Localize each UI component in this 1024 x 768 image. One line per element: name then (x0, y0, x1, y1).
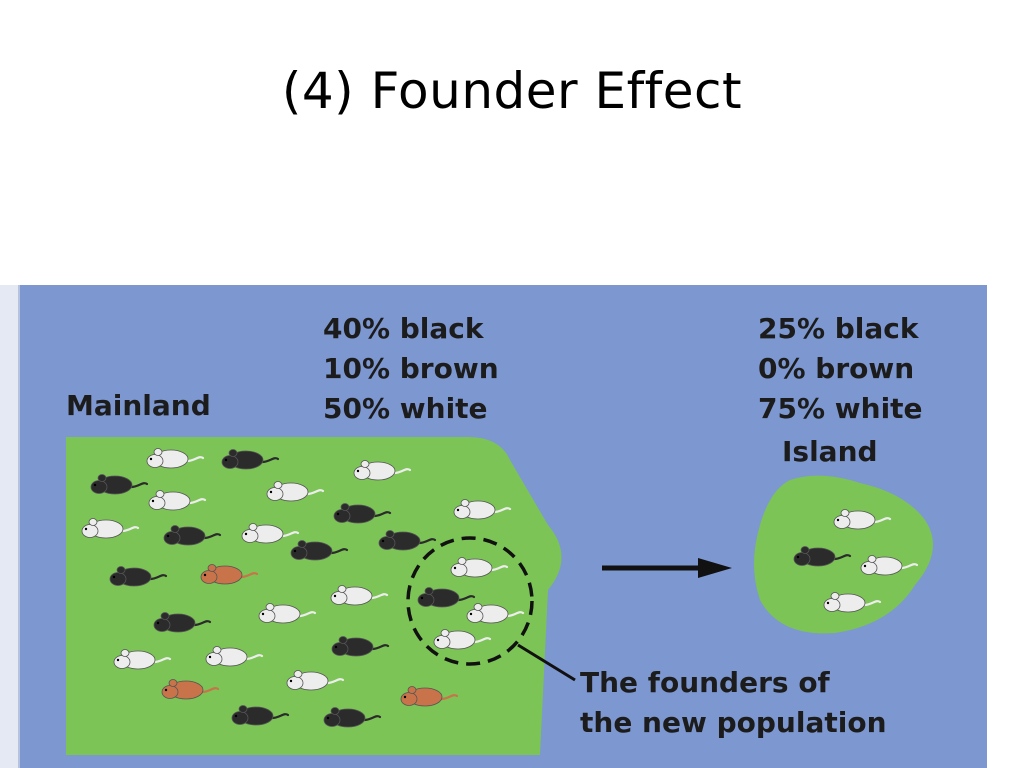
mainland-stat-white: 50% white (323, 392, 488, 425)
founders-caption: The founders of the new population (580, 663, 887, 743)
founder-effect-figure: Mainland Island 40% black 10% brown 50% … (0, 285, 987, 768)
slide-title: (4) Founder Effect (281, 62, 743, 120)
founders-pointer-line (517, 643, 576, 682)
island-stats: 25% black 0% brown 75% white (758, 309, 923, 429)
island-stat-brown: 0% brown (758, 352, 915, 385)
island-stat-black: 25% black (758, 312, 919, 345)
mainland-stat-black: 40% black (323, 312, 484, 345)
mainland-land (66, 437, 562, 755)
island-label: Island (782, 435, 878, 468)
mainland-stat-brown: 10% brown (323, 352, 499, 385)
left-edge-strip (0, 285, 20, 768)
founders-caption-line-2: the new population (580, 706, 887, 739)
founders-circle (406, 536, 534, 666)
island-land (754, 475, 933, 634)
mainland-stats: 40% black 10% brown 50% white (323, 309, 499, 429)
founders-caption-line-1: The founders of (580, 666, 830, 699)
diagram-canvas (66, 437, 933, 755)
mainland-label: Mainland (66, 389, 211, 422)
island-stat-white: 75% white (758, 392, 923, 425)
migration-arrow (602, 558, 732, 578)
